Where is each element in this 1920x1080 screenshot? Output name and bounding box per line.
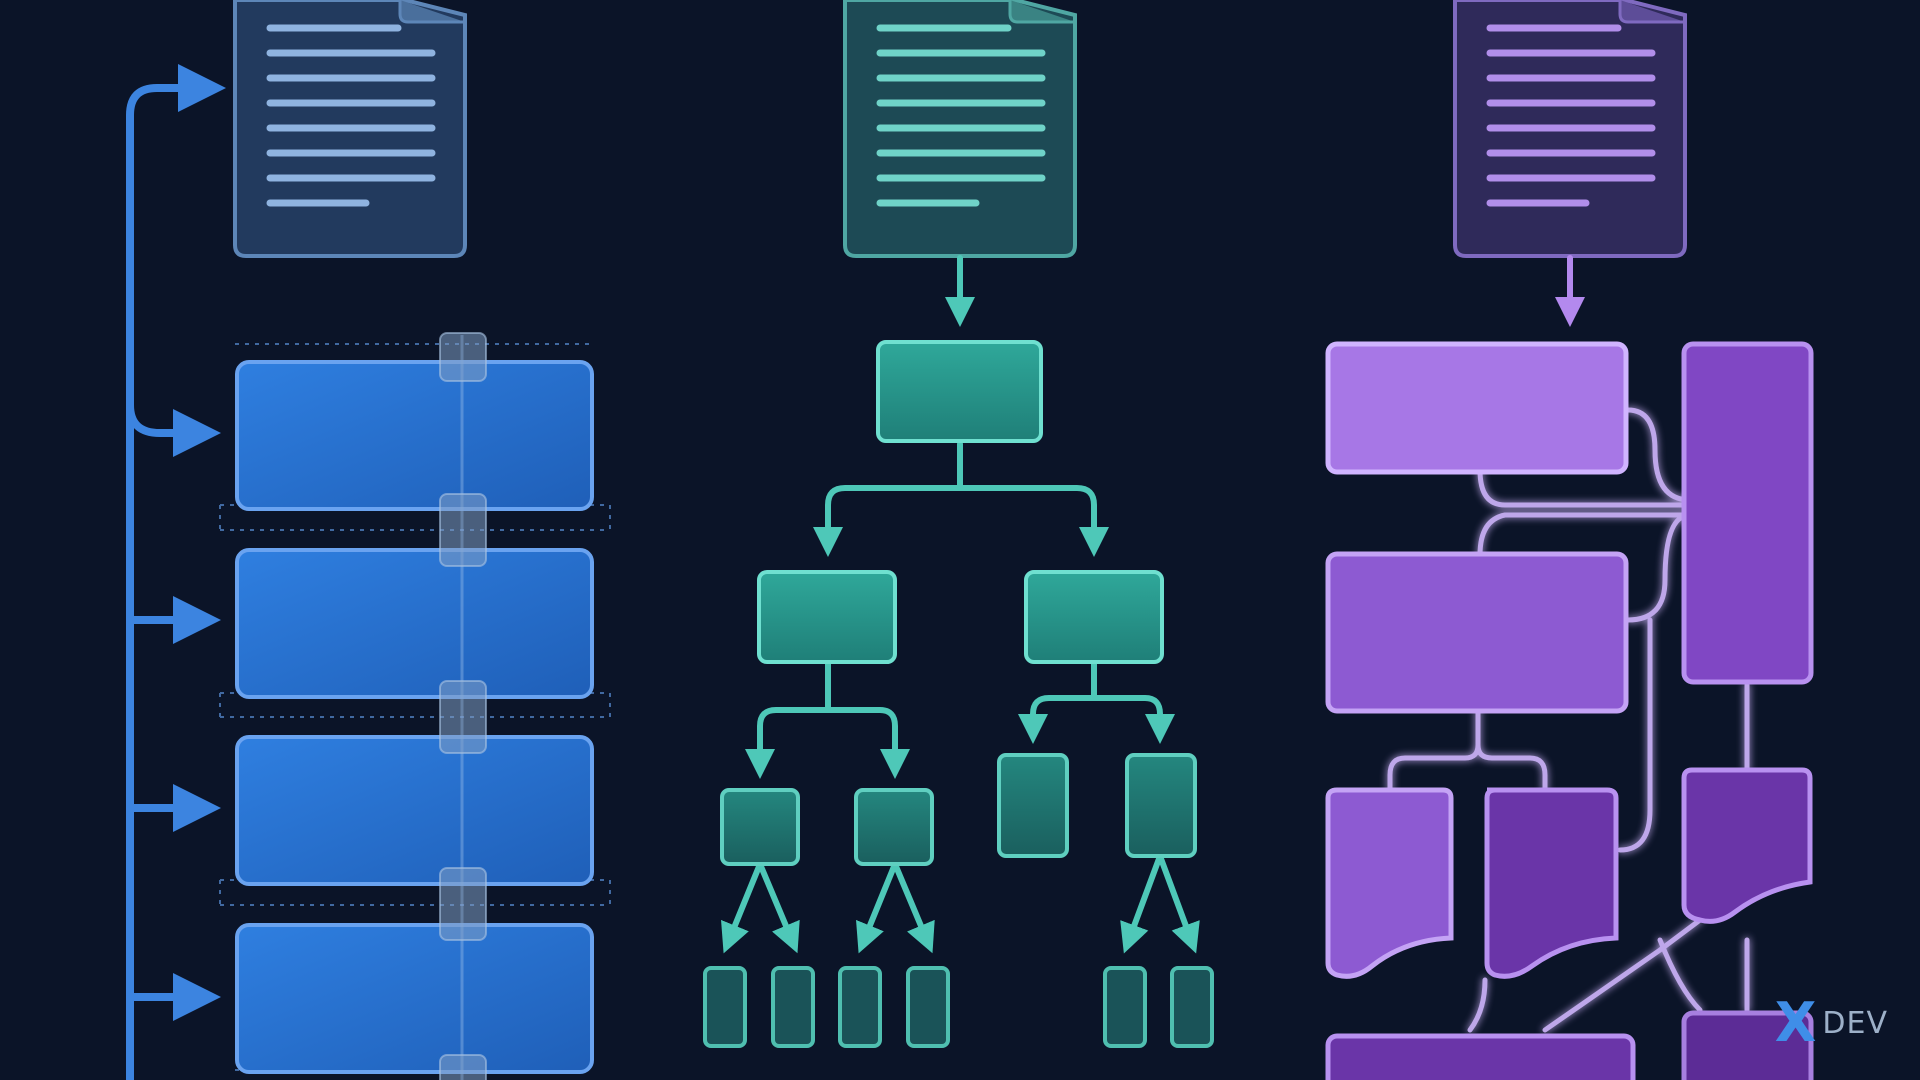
watermark-mark: X: [1774, 991, 1817, 1054]
chunk-overlap-markers: [439, 332, 487, 1080]
source-bracket-connector: [126, 64, 226, 1080]
semantic-chunk: [1681, 341, 1814, 685]
tree-level2-node: [757, 570, 897, 664]
tree-level3-node: [720, 788, 800, 866]
tree-leaf-node: [838, 966, 882, 1048]
semantic-chunking-column: [1325, 0, 1814, 1080]
semantic-chunk: [1325, 787, 1454, 979]
fixed-chunk-1: [235, 360, 594, 511]
semantic-chunk: [1325, 341, 1629, 475]
tree-level3-node: [854, 788, 934, 866]
fixed-chunk-4: [235, 923, 594, 1074]
tree-level2-node: [1024, 570, 1164, 664]
semantic-chunk: [1325, 551, 1629, 714]
document-icon: [1453, 0, 1687, 258]
tree-level3-node: [1125, 753, 1197, 858]
document-icon: [843, 0, 1077, 258]
xdev-watermark: X DEV: [1775, 996, 1888, 1050]
tree-leaf-node: [703, 966, 747, 1048]
fixed-chunk-3: [235, 735, 594, 886]
semantic-chunk: [1681, 767, 1813, 924]
tree-edges: [721, 255, 1200, 954]
tree-level3-node: [997, 753, 1069, 858]
hierarchical-chunking-column: [703, 0, 1214, 1048]
tree-root-node: [876, 340, 1043, 443]
tree-leaf-node: [771, 966, 815, 1048]
semantic-chunk-nodes: [1325, 341, 1814, 1080]
tree-leaf-node: [1103, 966, 1147, 1048]
semantic-links: [1387, 407, 1750, 1033]
semantic-chunk: [1681, 1010, 1814, 1080]
document-icon: [233, 0, 467, 258]
watermark-text: DEV: [1822, 1005, 1888, 1041]
tree-leaf-node: [1170, 966, 1214, 1048]
semantic-chunk: [1484, 787, 1619, 979]
tree-leaf-node: [906, 966, 950, 1048]
fixed-size-chunking-column: [126, 0, 611, 1080]
semantic-chunk: [1325, 1033, 1636, 1080]
fixed-chunk-2: [235, 548, 594, 699]
